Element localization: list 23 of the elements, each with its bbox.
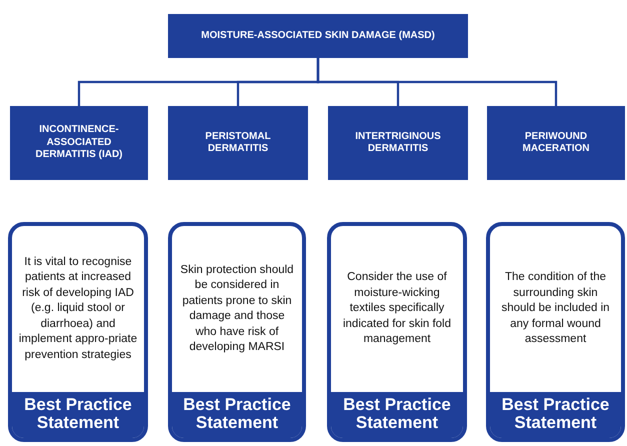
connector-line bbox=[316, 58, 558, 106]
statement-text: It is vital to recognise patients at increased risk of developing IAD (e.g. liquid stool or diarrhoea) and implement appro-priate prevention strategies bbox=[18, 254, 138, 363]
category-box bbox=[328, 106, 468, 180]
statement-text: Consider the use of moisture-wicking textiles specifically indicated for skin fold management bbox=[342, 270, 452, 348]
statement-label: Best Practice Statement bbox=[331, 392, 463, 438]
category-box bbox=[487, 106, 625, 180]
statement-card bbox=[327, 222, 467, 442]
category-title: INCONTINENCE-ASSOCIATED DERMATITIS (IAD) bbox=[34, 124, 124, 162]
category-title: INTERTRIGINOUS DERMATITIS bbox=[354, 130, 442, 156]
statement-label: Best Practice Statement bbox=[490, 392, 621, 438]
category-box bbox=[168, 106, 308, 180]
category-title: MOISTURE-ASSOCIATED SKIN DAMAGE (MASD) bbox=[201, 30, 435, 42]
category-title: PERIWOUND MACERATION bbox=[521, 130, 591, 156]
statement-text: Skin protection should be considered in patients prone to skin damage and those who have risk of developing MARSI bbox=[179, 262, 295, 356]
category-box bbox=[10, 106, 148, 180]
statement-label: Best Practice Statement bbox=[172, 392, 302, 438]
statement-card bbox=[8, 222, 148, 442]
statement-card bbox=[168, 222, 306, 442]
category-title: PERISTOMAL DERMATITIS bbox=[204, 130, 272, 156]
statement-label: Best Practice Statement bbox=[12, 392, 144, 438]
statement-text: The condition of the surrounding skin should be included in any formal wound assessment bbox=[500, 270, 611, 348]
category-box bbox=[168, 14, 468, 58]
statement-card bbox=[486, 222, 625, 442]
